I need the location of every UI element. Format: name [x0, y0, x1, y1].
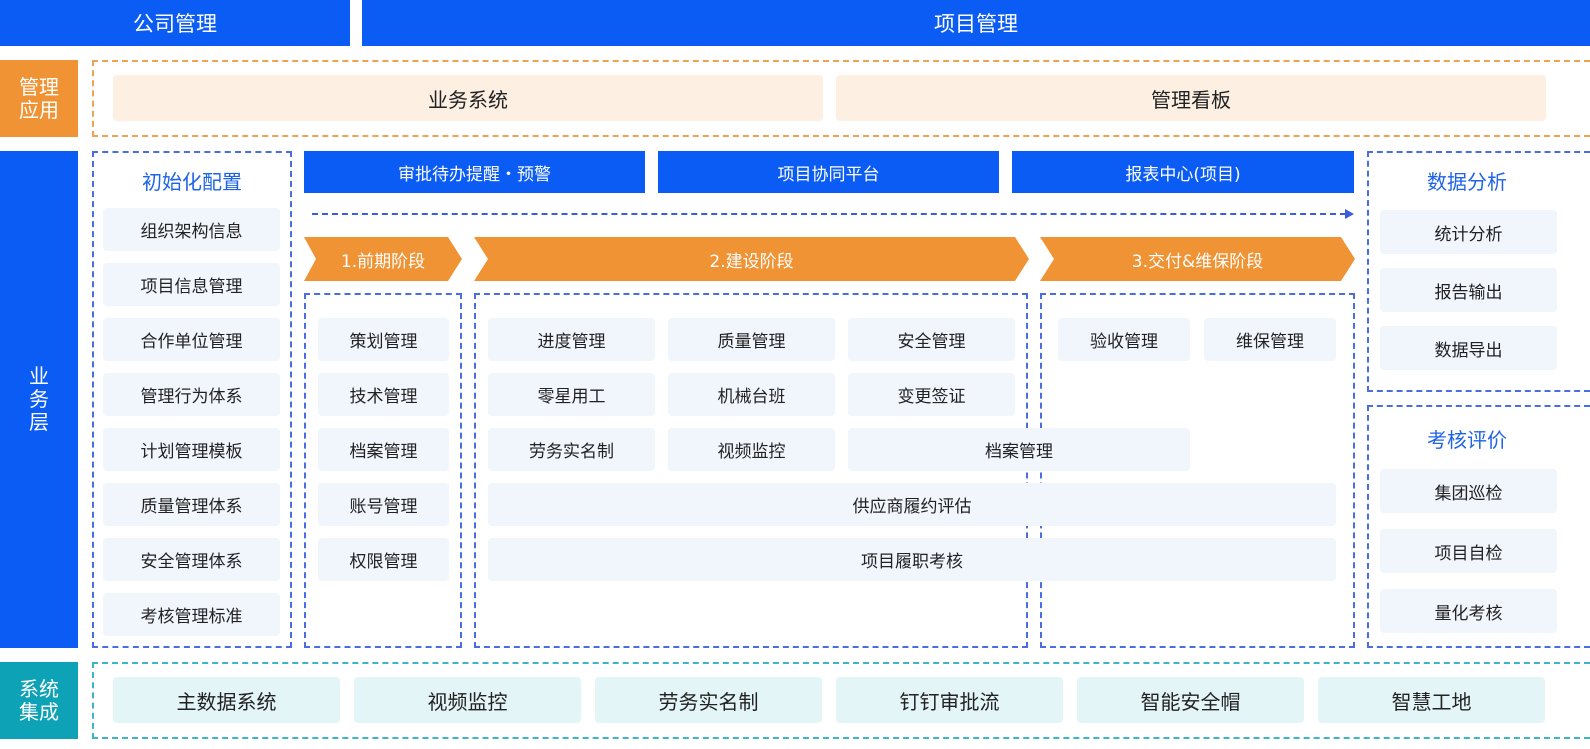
approval-reminder-bar: 审批待办提醒・预警: [304, 151, 645, 193]
build-phase-item: 安全管理: [848, 318, 1015, 361]
integration-item: 劳务实名制: [595, 677, 822, 723]
init-config-item: 组织架构信息: [103, 208, 280, 251]
init-config-item: 考核管理标准: [103, 593, 280, 636]
project-management-header: 项目管理: [362, 0, 1590, 46]
management-application-label: 管理 应用: [0, 60, 78, 137]
build-phase-item: 零星用工: [488, 373, 655, 416]
acceptance-management-box: 验收管理: [1058, 318, 1190, 361]
integration-item: 主数据系统: [113, 677, 340, 723]
evaluation-title: 考核评价: [1427, 427, 1507, 452]
integration-label-line2: 集成: [19, 699, 59, 724]
project-collaboration-bar: 项目协同平台: [658, 151, 999, 193]
maintenance-management-box: 维保管理: [1204, 318, 1336, 361]
management-dashboard-box: 管理看板: [836, 75, 1546, 121]
build-phase-item: 质量管理: [668, 318, 835, 361]
business-layer-label: 业 务 层: [0, 151, 78, 648]
integration-item: 智慧工地: [1318, 677, 1545, 723]
phase-build-chevron: 2.建设阶段: [474, 237, 1029, 281]
init-config-item: 计划管理模板: [103, 428, 280, 471]
flow-arrow-head-icon: [1345, 209, 1354, 219]
data-analysis-container: [1367, 151, 1590, 392]
management-application-container: [92, 60, 1590, 137]
init-config-item: 项目信息管理: [103, 263, 280, 306]
flow-arrow-line: [312, 213, 1346, 215]
system-integration-label: 系统 集成: [0, 662, 78, 739]
build-phase-item: 机械台班: [668, 373, 835, 416]
data-analysis-item: 统计分析: [1380, 210, 1557, 254]
data-analysis-item: 报告输出: [1380, 268, 1557, 312]
init-config-item: 管理行为体系: [103, 373, 280, 416]
integration-item: 视频监控: [354, 677, 581, 723]
integration-item: 智能安全帽: [1077, 677, 1304, 723]
build-phase-item: 档案管理: [848, 428, 1190, 471]
evaluation-item: 量化考核: [1380, 589, 1557, 633]
build-phase-item: 劳务实名制: [488, 428, 655, 471]
early-phase-item: 策划管理: [318, 318, 449, 361]
management-label-line2: 应用: [19, 97, 59, 122]
build-phase-item: 视频监控: [668, 428, 835, 471]
init-config-item: 安全管理体系: [103, 538, 280, 581]
init-config-title: 初始化配置: [142, 169, 242, 194]
management-label-line1: 管理: [19, 74, 59, 99]
evaluation-container: [1367, 405, 1590, 648]
build-phase-item: 变更签证: [848, 373, 1015, 416]
business-label-char1: 业: [29, 364, 49, 388]
evaluation-item: 项目自检: [1380, 529, 1557, 573]
early-phase-item: 账号管理: [318, 483, 449, 526]
evaluation-item: 集团巡检: [1380, 469, 1557, 513]
business-label-char3: 层: [29, 410, 49, 434]
report-center-bar: 报表中心(项目): [1012, 151, 1354, 193]
early-phase-container: [304, 293, 462, 648]
integration-item: 钉钉审批流: [836, 677, 1063, 723]
data-analysis-item: 数据导出: [1380, 326, 1557, 370]
system-integration-container: [92, 662, 1590, 739]
init-config-item: 质量管理体系: [103, 483, 280, 526]
early-phase-item: 技术管理: [318, 373, 449, 416]
business-system-box: 业务系统: [113, 75, 823, 121]
init-config-item: 合作单位管理: [103, 318, 280, 361]
company-management-header: 公司管理: [0, 0, 350, 46]
integration-label-line1: 系统: [19, 676, 59, 701]
init-config-container: [92, 151, 292, 648]
build-phase-item: 进度管理: [488, 318, 655, 361]
phase-early-chevron: 1.前期阶段: [304, 237, 462, 281]
project-duty-assessment-box: 项目履职考核: [488, 538, 1336, 581]
supplier-evaluation-box: 供应商履约评估: [488, 483, 1336, 526]
early-phase-item: 档案管理: [318, 428, 449, 471]
early-phase-item: 权限管理: [318, 538, 449, 581]
business-label-char2: 务: [29, 387, 49, 411]
phase-delivery-chevron: 3.交付&维保阶段: [1040, 237, 1355, 281]
data-analysis-title: 数据分析: [1427, 169, 1507, 194]
